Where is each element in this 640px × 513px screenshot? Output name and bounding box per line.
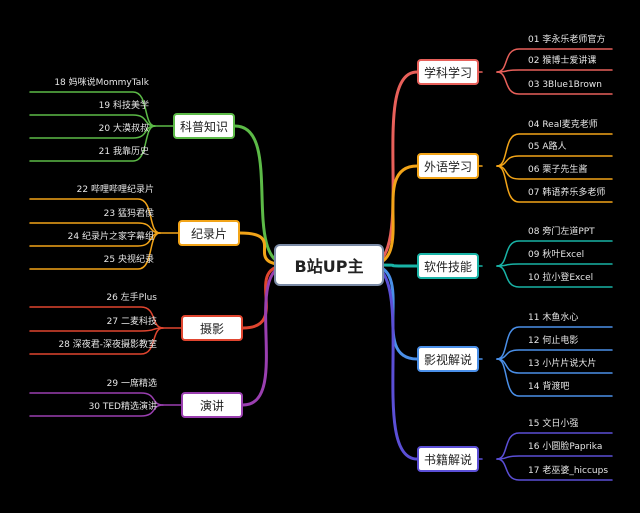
leaf-label[interactable]: 16 小圆脸Paprika (528, 442, 603, 452)
leaf-label[interactable]: 04 Real麦克老师 (528, 120, 598, 130)
leaf-label[interactable]: 24 纪录片之家字幕组 (67, 232, 154, 242)
leaf-underline (496, 432, 613, 460)
leaf-underline (496, 263, 613, 267)
leaf-label[interactable]: 08 旁门左道PPT (528, 227, 595, 237)
leaf-underline (496, 165, 613, 203)
leaf-label[interactable]: 29 一席精选 (106, 379, 157, 389)
category-node[interactable]: 软件技能 (417, 253, 479, 279)
leaf-label[interactable]: 15 文日小强 (528, 419, 579, 429)
leaf-label[interactable]: 05 A路人 (528, 142, 567, 152)
leaf-label[interactable]: 14 背渡吧 (528, 382, 570, 392)
leaf-underline (29, 404, 164, 417)
leaf-underline (29, 306, 164, 329)
leaf-underline (29, 198, 161, 234)
leaf-underline (496, 265, 613, 288)
leaf-underline (496, 240, 613, 267)
leaf-label[interactable]: 09 秋叶Excel (528, 250, 585, 260)
leaf-label[interactable]: 10 拉小登Excel (528, 273, 594, 283)
leaf-label[interactable]: 21 我靠历史 (98, 147, 149, 157)
category-node[interactable]: 书籍解说 (417, 446, 479, 472)
leaf-underline (496, 71, 613, 95)
leaf-label[interactable]: 02 猴博士爱讲课 (528, 56, 597, 66)
leaf-label[interactable]: 17 老巫婆_hiccups (528, 466, 609, 476)
leaf-underline (496, 69, 613, 73)
leaf-label[interactable]: 18 妈咪说MommyTalk (54, 78, 149, 88)
leaf-label[interactable]: 26 左手Plus (106, 293, 157, 303)
leaf-label[interactable]: 28 深夜君-深夜摄影教室 (58, 340, 157, 350)
leaf-label[interactable]: 27 二麦科技 (106, 317, 157, 327)
leaf-underline (496, 326, 613, 360)
leaf-label[interactable]: 12 何止电影 (528, 336, 579, 346)
category-node[interactable]: 科普知识 (173, 113, 235, 139)
leaf-label[interactable]: 13 小片片说大片 (528, 359, 597, 369)
leaf-label[interactable]: 25 央视纪录 (103, 255, 154, 265)
leaf-underline (29, 232, 161, 270)
central-topic[interactable]: B站UP主 (274, 244, 384, 286)
category-node[interactable]: 外语学习 (417, 153, 479, 179)
leaf-label[interactable]: 07 韩语养乐多老师 (528, 188, 606, 198)
leaf-underline (496, 358, 613, 397)
leaf-underline (496, 455, 613, 460)
leaf-label[interactable]: 30 TED精选演讲 (88, 402, 157, 412)
leaf-label[interactable]: 01 李永乐老师官方 (528, 35, 606, 45)
leaf-underline (496, 458, 613, 481)
category-node[interactable]: 学科学习 (417, 59, 479, 85)
category-node[interactable]: 纪录片 (178, 220, 240, 246)
leaf-underline (29, 91, 156, 127)
leaf-label[interactable]: 20 大漠叔叔 (98, 124, 149, 134)
leaf-underline (496, 133, 613, 167)
leaf-label[interactable]: 19 科技美学 (98, 101, 149, 111)
category-node[interactable]: 摄影 (181, 315, 243, 341)
leaf-underline (29, 327, 164, 355)
leaf-label[interactable]: 06 栗子先生酱 (528, 165, 588, 175)
leaf-label[interactable]: 23 猛犸君侯 (103, 209, 154, 219)
leaf-underline (29, 125, 156, 162)
leaf-label[interactable]: 11 木鱼水心 (528, 313, 579, 323)
category-node[interactable]: 影视解说 (417, 346, 479, 372)
leaf-label[interactable]: 22 哔哩哔哩纪录片 (76, 185, 154, 195)
category-node[interactable]: 演讲 (181, 392, 243, 418)
leaf-label[interactable]: 03 3Blue1Brown (528, 80, 602, 90)
